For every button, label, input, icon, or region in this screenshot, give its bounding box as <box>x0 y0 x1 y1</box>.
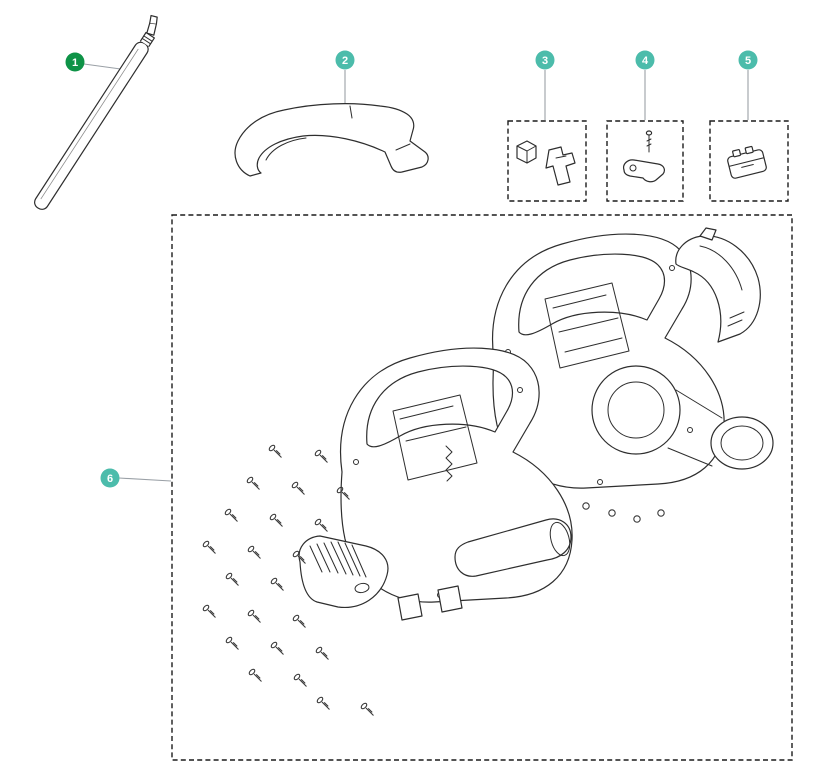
callout-6-badge <box>100 468 120 488</box>
callout-2-number: 2 <box>342 55 348 67</box>
part-2-handle-drawing <box>234 103 429 177</box>
callout-4-badge <box>635 50 655 70</box>
callout-1[interactable]: 1 <box>65 52 85 72</box>
kit-box-5 <box>709 120 789 202</box>
callout-2-badge <box>335 50 355 70</box>
callout-3[interactable]: 3 <box>535 50 555 70</box>
callout-5-number: 5 <box>745 55 751 67</box>
callout-4[interactable]: 4 <box>635 50 655 70</box>
kit-box-3-border <box>507 120 587 202</box>
kit-box-4 <box>606 120 684 202</box>
part-1-tube-drawing <box>34 14 158 210</box>
housing-half-left-drawing <box>340 347 573 621</box>
kit-box-4-border <box>606 120 684 202</box>
part-5-connector-drawing <box>727 145 767 179</box>
kit-box-3 <box>507 120 587 202</box>
callout-5-badge <box>738 50 758 70</box>
callout-4-number: 4 <box>642 55 649 67</box>
callout-1-number: 1 <box>72 57 78 69</box>
callout-2[interactable]: 2 <box>335 50 355 70</box>
callout-6[interactable]: 6 <box>100 468 120 488</box>
assembly-box-6 <box>171 214 793 761</box>
leader-line-6 <box>118 477 172 482</box>
housing-half-right-drawing <box>492 233 774 489</box>
callout-1-badge <box>65 52 85 72</box>
kit-box-5-border <box>709 120 789 202</box>
vent-cover-drawing <box>298 535 389 609</box>
callout-5[interactable]: 5 <box>738 50 758 70</box>
part-3-kit-drawing <box>516 140 576 186</box>
callout-6-number: 6 <box>107 473 113 485</box>
part-4-kit-drawing <box>623 130 665 183</box>
washer-rings <box>582 502 665 523</box>
callout-3-number: 3 <box>542 55 548 67</box>
intake-cover-drawing <box>675 227 761 343</box>
callout-3-badge <box>535 50 555 70</box>
